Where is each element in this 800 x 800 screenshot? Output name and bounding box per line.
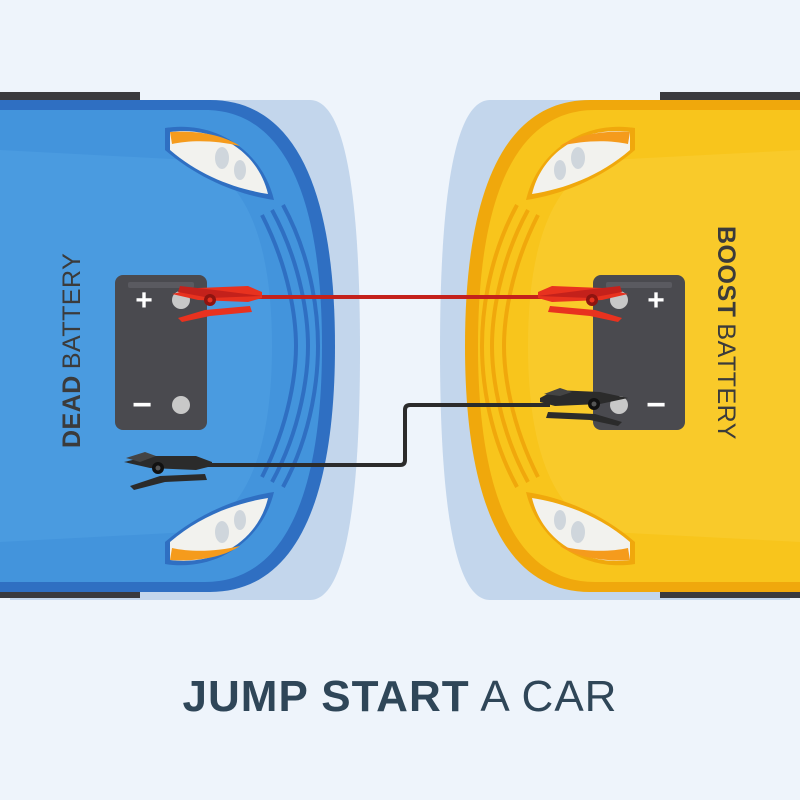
dead-car-grille-line-3 [281,204,321,488]
dead-car-grille-line-2 [270,209,311,483]
red-clamp-dead-positive [172,286,262,322]
negative-cable [205,403,550,467]
boost-label-bold: BOOST [712,226,740,317]
dead-label-bold: DEAD [58,375,86,448]
dead-battery-negative-terminal [172,396,190,414]
title-regular: A CAR [480,672,618,721]
dead-car: + − DEAD BATTERY [0,92,360,600]
dead-car-headlight-bottom [165,492,274,566]
boost-car-grille-line-2 [489,209,530,483]
red-clamp-boost-positive [538,286,628,322]
dead-label-regular: BATTERY [58,253,86,370]
boost-car-headlight-top [526,126,635,200]
black-clamp-dead-ground [124,452,212,490]
dead-battery-label: DEAD BATTERY [58,253,86,448]
boost-car-battery: + − [593,275,685,430]
boost-car-grille-line-1 [501,214,540,478]
boost-car: + − BOOST BATTERY [440,92,800,600]
title-bold: JUMP START [182,672,470,721]
dead-battery-negative-sign: − [132,386,152,424]
dead-battery-positive-sign: + [135,284,153,317]
black-clamp-boost-negative [540,388,628,426]
boost-battery-positive-sign: + [647,284,665,317]
dead-car-headlight-top [165,126,274,200]
boost-car-grille-line-3 [479,204,519,488]
boost-battery-label: BOOST BATTERY [712,226,740,440]
boost-label-regular: BATTERY [712,323,740,440]
dead-car-battery: + − [115,275,207,430]
boost-battery-negative-sign: − [646,386,666,424]
dead-car-grille-line-1 [260,214,299,478]
page-title: JUMP START A CAR [0,672,800,722]
boost-car-headlight-bottom [526,492,635,566]
